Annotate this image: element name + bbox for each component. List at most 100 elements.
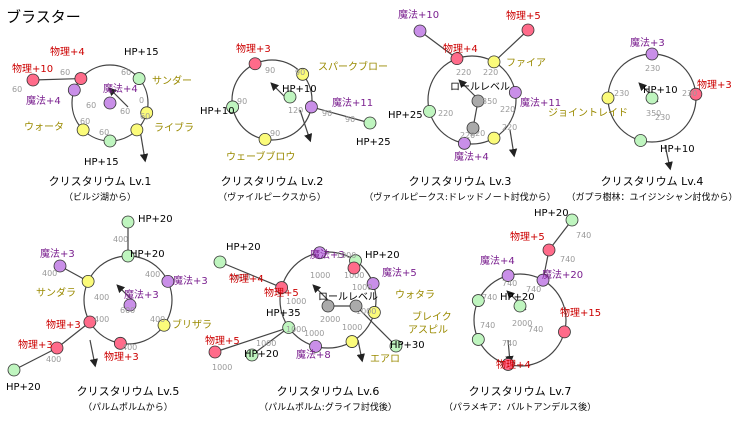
node-label: サンダラ: [36, 286, 76, 299]
node-cost: 600: [120, 306, 135, 315]
node-cost: 90: [295, 68, 305, 77]
node-label: 魔法+20: [542, 268, 583, 281]
node-label: ウェーブブロウ: [226, 150, 295, 163]
node-label: HP+20: [6, 382, 41, 393]
crystarium-1: 60物理+460HP+150サンダー60ライブラ60HP+1560ウォータ60魔…: [12, 45, 194, 203]
crystal-node: [67, 83, 81, 97]
node-label: 魔法+4: [103, 82, 138, 95]
node-label: HP+10: [200, 106, 235, 117]
crystarium-source: （ビルジ湖から）: [64, 192, 136, 203]
node-label: 物理+15: [560, 306, 601, 319]
crystal-node: [542, 243, 556, 257]
node-label: ウォタラ: [395, 289, 435, 301]
node-cost: 400: [46, 355, 61, 364]
node-label: 物理+5: [205, 334, 240, 347]
crystarium-source: （パルムポルム:グライフ討伐後）: [259, 401, 397, 413]
node-cost: 1000: [352, 283, 372, 292]
node-cost: 400: [145, 270, 160, 279]
crystarium-name: クリスタリウム Lv.7: [469, 385, 572, 398]
node-link: [219, 261, 282, 289]
crystal-node: [275, 281, 289, 294]
node-cost: 400: [122, 343, 137, 352]
node-cost: 1000: [344, 271, 364, 280]
node-cost: 60: [121, 68, 131, 77]
crystal-node: [508, 85, 522, 99]
node-cost: 220: [502, 123, 517, 132]
node-cost: 230: [655, 113, 670, 122]
crystal-node: [349, 299, 363, 313]
node-cost: 1000: [212, 363, 232, 372]
crystarium-source: （ヴァイルピークスから）: [218, 191, 326, 203]
node-label: HP+20: [130, 249, 165, 260]
node-cost: 1000: [342, 323, 362, 332]
node-cost: 120: [288, 106, 303, 115]
node-label: 物理+5: [506, 9, 541, 22]
node-cost: 740: [576, 231, 591, 240]
node-label: 物理+3: [236, 42, 271, 55]
node-label: 魔法+10: [398, 8, 439, 21]
node-label: 魔法+11: [332, 96, 373, 109]
node-cost: 740: [526, 285, 541, 294]
crystal-node: [83, 315, 97, 329]
node-label: 物理+5: [264, 286, 299, 299]
crystal-node: [7, 363, 21, 377]
node-label: HP+20: [534, 208, 569, 219]
crystarium-source: （パルムポルムから）: [83, 402, 173, 413]
crystal-node: [501, 269, 515, 282]
exit-arrow: [664, 144, 673, 171]
crystal-node: [26, 73, 40, 87]
node-link: [214, 326, 289, 353]
node-cost: 740: [560, 255, 575, 264]
node-cost: 1000: [304, 329, 324, 338]
node-cost: 230: [614, 89, 629, 98]
crystal-node: [466, 121, 480, 135]
exit-arrow: [139, 129, 149, 163]
crystal-node: [74, 72, 88, 85]
node-label: スパークブロー: [318, 60, 388, 73]
crystal-node: [689, 87, 703, 101]
node-cost: 1000: [286, 297, 306, 306]
node-label: HP+15: [124, 47, 159, 58]
crystal-node: [283, 90, 297, 104]
node-label: 物理+3: [104, 350, 139, 363]
node-label: ブリザラ: [172, 318, 212, 331]
node-label: 物理+3: [46, 318, 81, 331]
node-cost: 60: [120, 107, 130, 116]
crystal-node: [471, 333, 485, 346]
crystarium-ring: [427, 55, 517, 145]
crystarium-ring: [473, 273, 567, 367]
crystarium-name: クリスタリウム Lv.3: [409, 175, 512, 188]
crystarium-5: 400HP+20400魔法+3400ブリザラ400物理+3400物理+3400サ…: [6, 214, 212, 413]
crystal-node: [536, 273, 550, 287]
node-label: 魔法+4: [26, 94, 61, 107]
node-label: 物理+3: [697, 78, 732, 91]
crystal-node: [347, 261, 361, 275]
node-link: [251, 327, 290, 356]
crystal-node: [558, 325, 571, 339]
node-label: ライブラ: [154, 121, 194, 134]
node-label: HP+20: [138, 214, 173, 225]
node-label: HP+20: [500, 292, 535, 303]
crystal-node: [213, 255, 227, 269]
crystal-node: [121, 215, 135, 229]
node-link: [13, 347, 58, 371]
crystarium-source: （ガプラ樹林：ユイジンシャン討伐から）: [566, 191, 737, 203]
crystal-node: [487, 55, 501, 69]
node-cost: 90: [265, 66, 275, 75]
crystal-node: [130, 123, 144, 137]
crystal-node: [645, 47, 659, 61]
node-cost: 90: [237, 97, 247, 106]
crystal-node: [81, 275, 95, 288]
crystal-node: [345, 335, 359, 348]
node-label: 魔法+4: [480, 254, 515, 267]
node-label: ウォータ: [24, 121, 64, 133]
crystal-node: [521, 23, 535, 37]
crystal-node: [296, 67, 310, 81]
crystarium-ring: [231, 59, 313, 141]
node-label: HP+10: [643, 85, 678, 96]
crystal-node: [53, 259, 67, 273]
node-cost: 1000: [310, 271, 330, 280]
crystal-node: [121, 249, 135, 263]
